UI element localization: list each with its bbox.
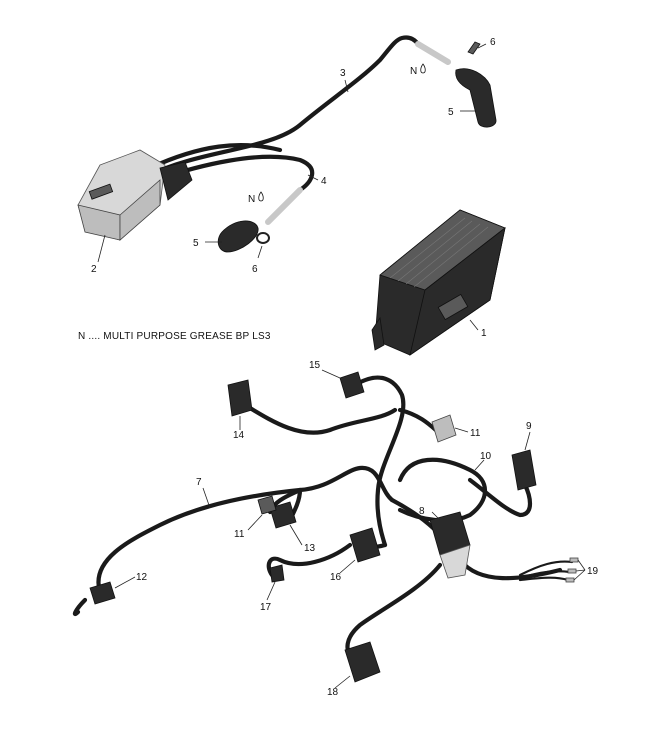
seal-plug-upper — [467, 41, 481, 55]
callout-3: 3 — [340, 68, 346, 79]
callout-4: 4 — [321, 176, 327, 187]
callout-5a: 5 — [448, 107, 454, 118]
spark-plug-boot-upper — [455, 68, 497, 128]
callout-12: 12 — [136, 572, 148, 583]
connector-12 — [89, 581, 116, 605]
connector-18 — [344, 641, 381, 683]
callout-6a: 6 — [490, 37, 496, 48]
callout-13: 13 — [304, 543, 316, 554]
connector-11-upper — [431, 414, 457, 443]
connector-9 — [511, 449, 537, 491]
engine-control-module — [371, 209, 506, 356]
callout-1: 1 — [481, 328, 487, 339]
callout-8: 8 — [419, 506, 425, 517]
callout-16: 16 — [330, 572, 342, 583]
grease-symbol-upper: N — [410, 63, 426, 77]
grease-symbol-lower: N — [248, 191, 264, 205]
callout-19: 19 — [587, 566, 599, 577]
callout-11b: 11 — [234, 529, 245, 540]
connector-15 — [339, 371, 365, 399]
connector-16 — [349, 527, 381, 563]
callout-9: 9 — [526, 421, 532, 432]
callout-5b: 5 — [193, 238, 199, 249]
callout-2: 2 — [91, 264, 97, 275]
fuse-box-8 — [429, 511, 471, 579]
ignition-coil-pack — [77, 149, 193, 241]
seal-ring-lower — [256, 232, 270, 244]
connector-13 — [269, 501, 297, 529]
svg-text:N: N — [410, 66, 417, 77]
spark-plug-boot-lower — [217, 220, 259, 253]
callout-17: 17 — [260, 602, 272, 613]
callout-14: 14 — [233, 430, 245, 441]
ignition-cable-assembly — [147, 35, 451, 225]
callout-7: 7 — [196, 477, 202, 488]
callout-18: 18 — [327, 687, 339, 698]
callout-10: 10 — [480, 451, 492, 462]
callout-15: 15 — [309, 360, 321, 371]
callout-6b: 6 — [252, 264, 258, 275]
grease-legend-note: N .... MULTI PURPOSE GREASE BP LS3 — [78, 331, 271, 342]
callout-labels: 1 2 3 4 5 5 6 6 7 8 9 10 11 11 12 13 14 … — [91, 37, 599, 698]
sensor-17 — [269, 564, 285, 583]
callout-11a: 11 — [470, 428, 481, 439]
leader-lines — [97, 43, 586, 689]
svg-text:N: N — [248, 194, 255, 205]
connector-14 — [227, 379, 253, 417]
connector-11-lower — [257, 495, 277, 515]
wiring-harness — [72, 375, 574, 663]
